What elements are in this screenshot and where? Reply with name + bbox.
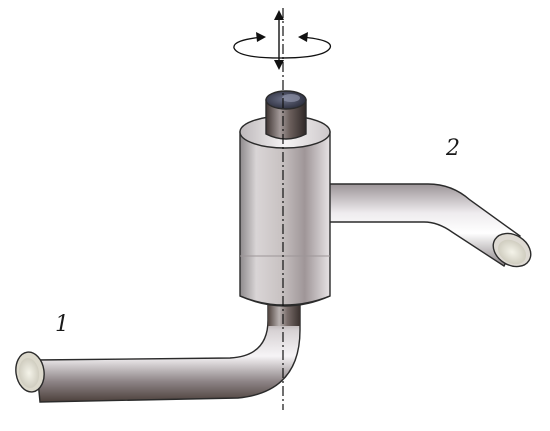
- double-arrow-icon: [274, 10, 284, 70]
- pipe-1: [15, 299, 301, 403]
- pipe-2: [324, 183, 532, 268]
- top-shaft: [265, 90, 307, 140]
- rotation-arrow-icon: [233, 32, 332, 59]
- label-pipe-2: 2: [445, 136, 460, 161]
- label-pipe-1: 1: [55, 312, 69, 337]
- rotary-body: [239, 115, 331, 307]
